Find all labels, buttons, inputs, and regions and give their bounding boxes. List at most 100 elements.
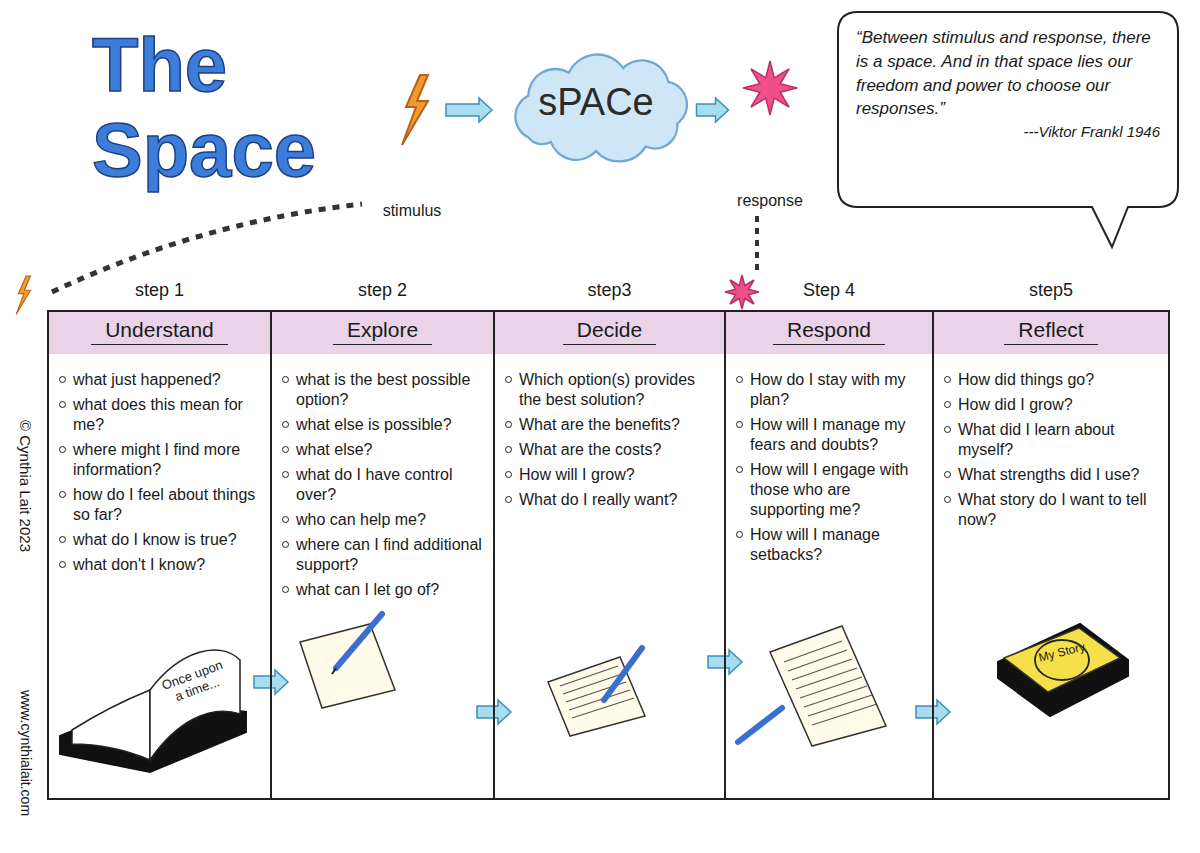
quote-text: “Between stimulus and response, there is…: [838, 12, 1178, 123]
question-bullet: who can help me?: [296, 510, 483, 530]
step-header: Respond: [773, 318, 885, 345]
step-label: step 2: [272, 280, 493, 301]
art-stroke: [604, 648, 642, 700]
book-text: Once upon a time...: [155, 656, 235, 709]
step-label: step 1: [49, 280, 270, 301]
question-bullet: what do I know is true?: [73, 530, 260, 550]
step-label: step5: [934, 280, 1168, 301]
art-stroke: [569, 690, 630, 710]
art-stroke: [738, 708, 782, 742]
response-label: response: [715, 192, 825, 210]
step-header: Understand: [91, 318, 228, 345]
question-bullet: How did I grow?: [958, 395, 1158, 415]
question-bullet: how do I feel about things so far?: [73, 485, 260, 525]
step-header: Decide: [563, 318, 656, 345]
copyright: © Cynthia Lait 2023: [17, 420, 34, 680]
quote-attribution: ---Viktor Frankl 1946: [838, 123, 1178, 152]
art-stroke: [332, 668, 336, 674]
cloud-node: sPACe: [492, 45, 700, 165]
step-column: step 1Understandwhat just happened?what …: [47, 310, 272, 800]
page-lines-pen: [738, 626, 886, 746]
dotted-drop: [755, 216, 759, 276]
art-stroke: [770, 626, 886, 746]
art-stroke: [998, 624, 1128, 716]
question-bullet: How did things go?: [958, 370, 1158, 390]
step-column: step5ReflectHow did things go?How did I …: [932, 310, 1170, 800]
small-bolt: [16, 276, 30, 315]
burst-star: [742, 60, 798, 116]
art-stroke: [72, 690, 150, 760]
art-stroke: [800, 677, 862, 698]
question-bullet: What do I really want?: [519, 490, 714, 510]
art-stroke: [150, 650, 240, 760]
art-stroke: [16, 276, 30, 315]
stimulus-label: stimulus: [368, 202, 456, 220]
question-bullet: What story do I want to tell now?: [958, 490, 1158, 530]
art-stroke: [796, 668, 857, 689]
bolt-node: stimulus: [378, 75, 446, 220]
bubble-node: “Between stimulus and response, there is…: [838, 12, 1178, 207]
art-stroke: [725, 275, 759, 309]
question-bullet: What did I learn about myself?: [958, 420, 1158, 460]
question-bullet: what don't I know?: [73, 555, 260, 575]
paper-lines-pen: [548, 648, 645, 736]
question-bullet: What are the costs?: [519, 440, 714, 460]
header-wrap: Reflect: [934, 318, 1168, 345]
question-bullet: where can I find additional support?: [296, 535, 483, 575]
book-title: My Story: [1037, 640, 1087, 664]
header-wrap: Respond: [726, 318, 932, 345]
step-label: step3: [495, 280, 724, 301]
question-bullet: what just happened?: [73, 370, 260, 390]
flow-arrow: [697, 98, 729, 122]
art-stroke: [792, 659, 852, 680]
art-stroke: [808, 695, 872, 716]
open-book: [60, 650, 246, 772]
question-bullet: what does this mean for me?: [73, 395, 260, 435]
question-bullet: How will I manage setbacks?: [750, 525, 922, 565]
dotted-path: [52, 204, 362, 292]
art-stroke: [1004, 628, 1120, 692]
closed-book: [998, 624, 1128, 716]
question-list: what is the best possible option? what el…: [272, 370, 493, 605]
question-bullet: what do I have control over?: [296, 465, 483, 505]
art-stroke: [784, 641, 877, 725]
question-bullet: where might I find more information?: [73, 440, 260, 480]
website: www.cynthialait.com: [18, 690, 34, 853]
lightning-bolt: [398, 75, 432, 147]
question-bullet: what else is possible?: [296, 415, 483, 435]
question-bullet: Which option(s) provides the best soluti…: [519, 370, 714, 410]
step-column: Step 4RespondHow do I stay with my plan?…: [724, 310, 934, 800]
art-stroke: [402, 75, 428, 145]
art-stroke: [560, 666, 618, 686]
step-header: Reflect: [1004, 318, 1097, 345]
art-stroke: [804, 686, 867, 707]
small-star: [725, 275, 759, 309]
question-list: what just happened? what does this mean f…: [49, 370, 270, 580]
art-stroke: [838, 12, 1178, 247]
star-node: response: [725, 60, 815, 210]
step-column: step3DecideWhich option(s) provides the …: [493, 310, 726, 800]
question-list: How do I stay with my plan? How will I ma…: [726, 370, 932, 570]
question-bullet: What strengths did I use?: [958, 465, 1158, 485]
art-stroke: [336, 614, 382, 668]
art-stroke: [788, 650, 847, 671]
step-column: step 2Explorewhat is the best possible o…: [270, 310, 495, 800]
art-stroke: [300, 624, 395, 708]
step-label: Step 4: [726, 280, 932, 301]
question-bullet: What are the benefits?: [519, 415, 714, 435]
header-wrap: Understand: [49, 318, 270, 345]
question-bullet: what is the best possible option?: [296, 370, 483, 410]
paper-pen: [300, 614, 395, 708]
question-bullet: How do I stay with my plan?: [750, 370, 922, 410]
art-stroke: [1035, 640, 1089, 680]
art-stroke: [743, 61, 797, 115]
question-bullet: what else?: [296, 440, 483, 460]
cloud-label: sPACe: [492, 81, 700, 124]
question-list: Which option(s) provides the best soluti…: [495, 370, 724, 515]
art-stroke: [784, 641, 842, 662]
flow-arrow: [446, 98, 492, 122]
step-header: Explore: [333, 318, 432, 345]
art-stroke: [812, 704, 877, 725]
header-wrap: Explore: [272, 318, 493, 345]
